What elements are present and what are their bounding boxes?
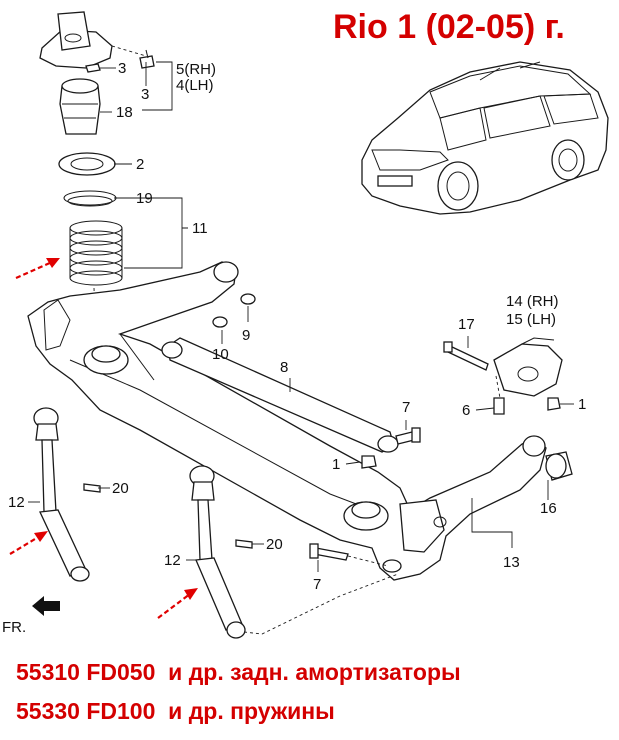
front-direction-arrow-icon <box>32 596 60 616</box>
nut-10 <box>212 316 228 328</box>
bolt-7-lower <box>309 543 349 561</box>
nut-1-right <box>547 397 561 411</box>
callout-1-left: 1 <box>332 456 340 473</box>
spring-insulator-19 <box>63 190 117 207</box>
shock-absorber-left-12 <box>33 407 90 582</box>
callout-8: 8 <box>280 359 288 376</box>
front-marker-label: FR. <box>2 619 26 636</box>
bump-stop-18 <box>59 78 101 135</box>
bolt-17 <box>443 341 489 371</box>
strut-mount-upper <box>39 11 113 69</box>
callout-19: 19 <box>136 190 153 207</box>
callout-20-left: 20 <box>112 480 129 497</box>
callout-17: 17 <box>458 316 475 333</box>
callout-1-right: 1 <box>578 396 586 413</box>
bolt-20-left <box>83 483 101 493</box>
callout-10: 10 <box>212 346 229 363</box>
callout-3-a: 3 <box>118 60 126 77</box>
callout-5-rh: 5(RH) <box>176 61 216 78</box>
callout-12-right: 12 <box>164 552 181 569</box>
bushing-16 <box>545 451 573 481</box>
shock-absorber-right-12 <box>189 465 246 639</box>
nut-1-left <box>361 455 377 469</box>
model-title: Rio 1 (02-05) г. <box>333 8 565 46</box>
callout-4-lh: 4(LH) <box>176 77 214 94</box>
callout-15-lh: 15 (LH) <box>506 311 556 328</box>
washer-9 <box>240 293 256 305</box>
coil-spring-11 <box>69 220 123 286</box>
callout-6: 6 <box>462 402 470 419</box>
caption-springs: 55330 FD100 и др. пружины <box>16 698 335 724</box>
red-arrow-shock-right-icon <box>157 588 198 619</box>
callout-13: 13 <box>503 554 520 571</box>
callout-7-lower: 7 <box>313 576 321 593</box>
callout-7-upper: 7 <box>402 399 410 416</box>
bolt-20-right <box>235 539 253 549</box>
callout-16: 16 <box>540 500 557 517</box>
callout-20-right: 20 <box>266 536 283 553</box>
callout-12-left: 12 <box>8 494 25 511</box>
car-illustration <box>361 61 609 215</box>
bolt-7-upper <box>395 427 421 445</box>
callout-2: 2 <box>136 156 144 173</box>
callout-14-rh: 14 (RH) <box>506 293 559 310</box>
spring-seat-2 <box>58 152 116 176</box>
bolt-3-left <box>85 63 101 73</box>
rear-axle-beam <box>27 261 547 581</box>
callout-3-b: 3 <box>141 86 149 103</box>
lateral-rod-8 <box>161 337 399 453</box>
red-arrow-spring-icon <box>15 258 60 280</box>
caption-shock-absorbers: 55310 FD050 и др. задн. амортизаторы <box>16 659 461 685</box>
bracket-14-15 <box>493 337 563 397</box>
callout-18: 18 <box>116 104 133 121</box>
callout-11: 11 <box>192 220 208 237</box>
callout-9: 9 <box>242 327 250 344</box>
nut-3-right <box>139 49 155 69</box>
red-arrow-shock-left-icon <box>9 531 48 555</box>
bolt-6 <box>493 397 505 415</box>
